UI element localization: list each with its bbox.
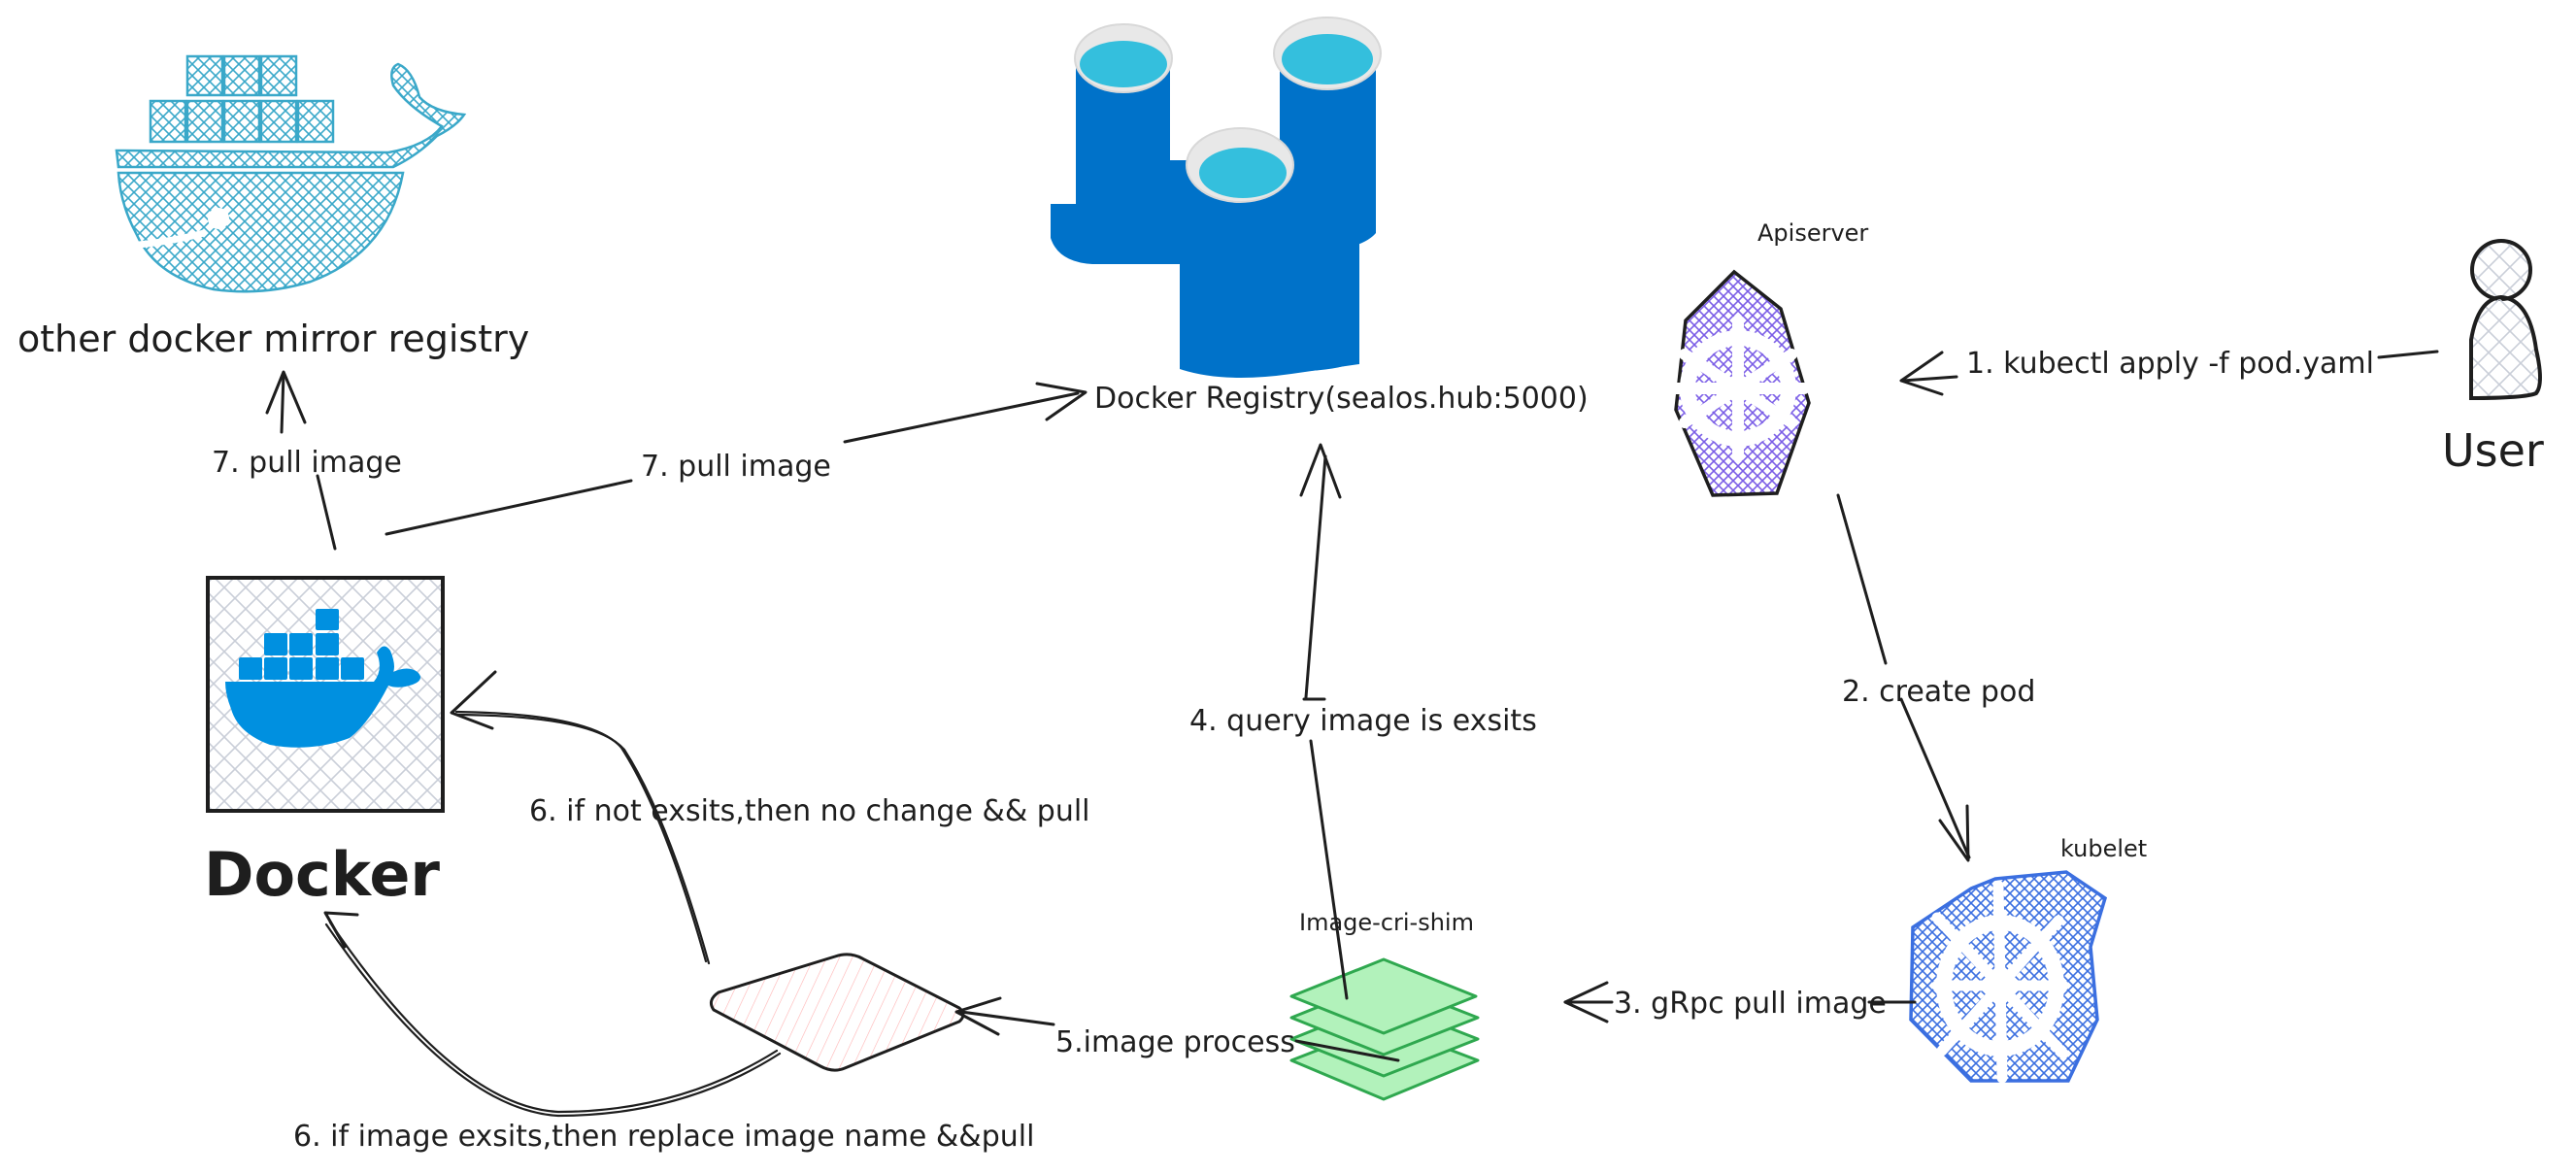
edge-exists-replace[interactable]: 6. if image exsits,then replace image na… <box>293 911 1034 1154</box>
edge-label-6a: 6. if not exsits,then no change && pull <box>529 794 1090 828</box>
layers-stack-icon <box>1289 957 1480 1101</box>
kubernetes-helm-icon <box>1909 870 2108 1084</box>
kubelet-node[interactable]: kubelet <box>1909 835 2147 1084</box>
image-cri-shim-label: Image-cri-shim <box>1299 909 1474 936</box>
edge-grpc-pull[interactable]: 3. gRpc pull image <box>1563 981 1917 1023</box>
apiserver-label: Apiserver <box>1757 219 1868 247</box>
edge-label-3: 3. gRpc pull image <box>1614 987 1887 1021</box>
image-cri-shim-node[interactable]: Image-cri-shim <box>1289 909 1480 1101</box>
docker-node[interactable]: Docker <box>204 576 445 910</box>
database-cylinders-icon <box>1051 17 1382 378</box>
apiserver-node[interactable]: Apiserver <box>1666 219 1868 497</box>
edge-label-7a: 7. pull image <box>212 446 402 480</box>
edge-image-process[interactable]: 5.image process <box>954 996 1400 1062</box>
docker-label: Docker <box>204 839 440 910</box>
edge-label-7b: 7. pull image <box>641 450 831 484</box>
edge-query-image[interactable]: 4. query image is exsits <box>1189 443 1537 1000</box>
docker-logo-icon <box>225 609 421 748</box>
mirror-registry-node[interactable]: other docker mirror registry <box>17 54 529 360</box>
edge-label-1: 1. kubectl apply -f pod.yaml <box>1966 347 2374 381</box>
kubernetes-helm-icon <box>1666 269 1811 497</box>
edge-kubectl-apply[interactable]: 1. kubectl apply -f pod.yaml <box>1899 347 2439 396</box>
mirror-registry-label: other docker mirror registry <box>17 318 529 360</box>
decision-diamond <box>709 953 965 1072</box>
edge-label-6b: 6. if image exsits,then replace image na… <box>293 1120 1034 1154</box>
edge-label-5: 5.image process <box>1055 1025 1295 1059</box>
edge-create-pod[interactable]: 2. create pod <box>1836 493 2035 862</box>
docker-registry-node[interactable]: Docker Registry(sealos.hub:5000) <box>1051 17 1589 416</box>
user-icon <box>2469 239 2542 401</box>
user-label: User <box>2442 424 2544 477</box>
decision-node[interactable] <box>709 953 965 1072</box>
user-node[interactable]: User <box>2442 239 2544 477</box>
edge-not-exists[interactable]: 6. if not exsits,then no change && pull <box>450 670 1090 965</box>
edge-pull-registry[interactable]: 7. pull image <box>385 382 1087 536</box>
edge-label-2: 2. create pod <box>1842 675 2035 709</box>
docker-whale-hatched-icon <box>115 54 467 293</box>
kubelet-label: kubelet <box>2060 835 2147 862</box>
edge-label-4: 4. query image is exsits <box>1189 704 1537 738</box>
docker-registry-label: Docker Registry(sealos.hub:5000) <box>1094 382 1589 416</box>
edge-pull-mirror[interactable]: 7. pull image <box>212 370 402 551</box>
